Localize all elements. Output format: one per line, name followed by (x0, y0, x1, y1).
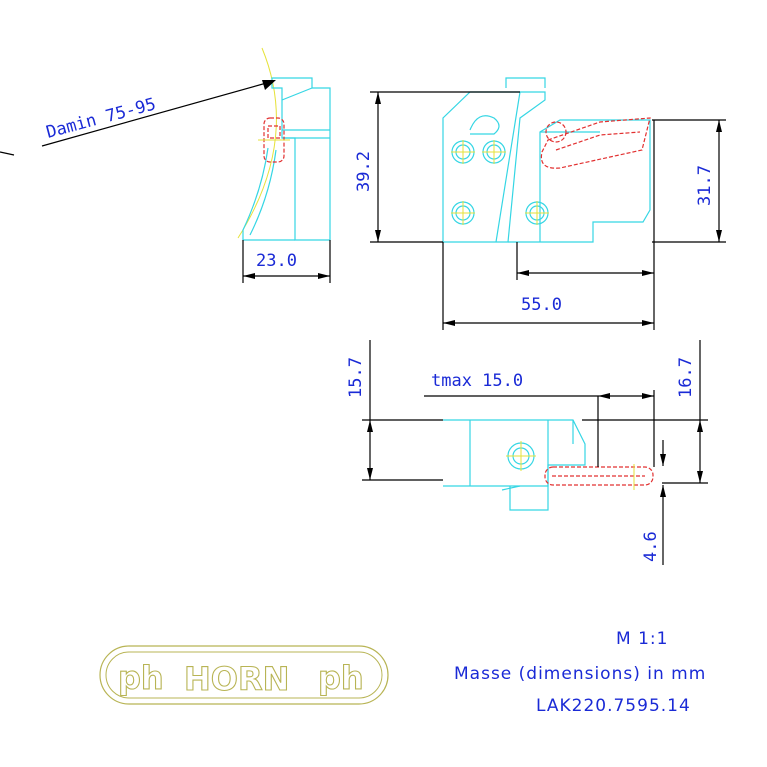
logo-right-mark: ph (318, 659, 364, 697)
side-view: Damin 75-95 23.0 (0, 47, 331, 283)
logo-left-mark: ph (118, 659, 164, 697)
side-view-body (271, 77, 331, 241)
height-top-left-dimension: 15.7 (346, 357, 366, 398)
offset-dimension: 4.6 (641, 531, 661, 562)
bore-diameter-arc (237, 47, 277, 239)
title-block: M 1:1 Masse (dimensions) in mm LAK220.75… (454, 629, 706, 716)
top-view-screw (506, 441, 536, 471)
damin-leader-line (41, 81, 271, 147)
front-view-screw-3 (451, 201, 475, 225)
height-right-dimension: 31.7 (695, 165, 715, 206)
part-number: LAK220.7595.14 (536, 696, 691, 716)
front-view-screw-2 (482, 140, 506, 164)
height-top-right-dimension: 16.7 (676, 357, 696, 398)
front-view-insert (540, 117, 651, 169)
height-front-dimension: 39.2 (354, 151, 374, 192)
logo-name: HORN (184, 660, 289, 698)
scale-label: M 1:1 (616, 629, 668, 649)
front-view-screw-1 (451, 140, 475, 164)
units-label: Masse (dimensions) in mm (454, 664, 706, 684)
front-view-body-right (508, 119, 651, 243)
tmax-dimension: tmax 15.0 (431, 371, 523, 391)
front-view-screw-4 (525, 201, 549, 225)
top-view: 15.7 tmax 15.0 16.7 4.6 (346, 340, 708, 565)
front-view: 39.2 31.7 55.0 (354, 77, 726, 330)
width-side-dimension: 23.0 (256, 251, 297, 271)
side-view-shank (242, 147, 295, 241)
top-view-insert (544, 466, 654, 486)
horn-logo: ph HORN ph (99, 645, 389, 705)
front-view-body-left (442, 91, 546, 243)
length-total-dimension: 55.0 (521, 295, 562, 315)
